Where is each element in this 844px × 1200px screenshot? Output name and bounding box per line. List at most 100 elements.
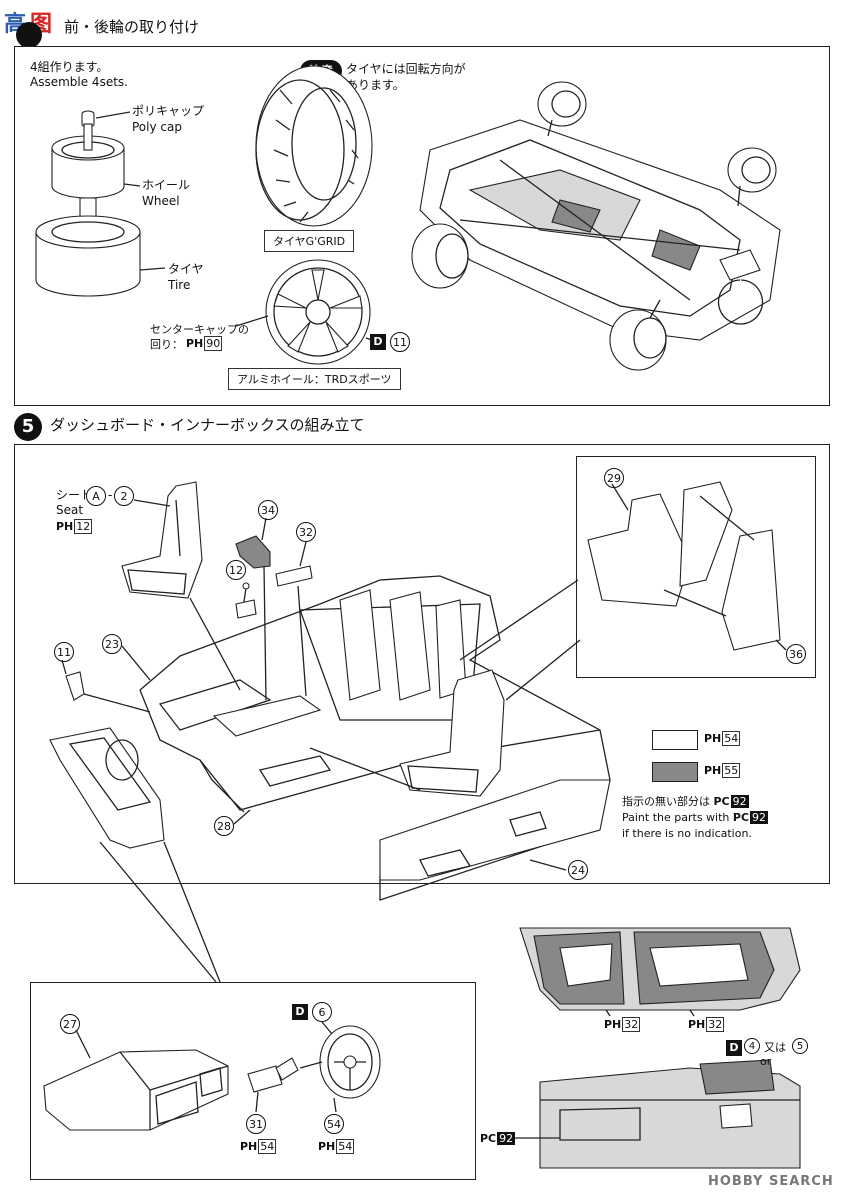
seat-left-drawing (121, 481, 203, 599)
seat-label-jp: シート (56, 488, 93, 502)
paint-code: PH (240, 1140, 258, 1153)
paint-num: 54 (722, 731, 741, 746)
chassis-drawing (419, 119, 781, 341)
chassis-tire-front-left (609, 299, 667, 371)
dash-variant-letter: D (726, 1040, 742, 1056)
step4-title: 前・後輪の取り付け (64, 18, 200, 36)
tire-label-en: Tire (168, 278, 191, 292)
site-logo: 高 图 (2, 6, 64, 48)
tire-drawing (35, 215, 166, 297)
hobby-search-watermark: HOBBY SEARCH (708, 1174, 834, 1189)
inner-box-drawing (139, 575, 611, 901)
part-23: 23 (102, 634, 122, 654)
chassis-tire-rear-left (411, 223, 469, 289)
tire-name-box: タイヤG'GRID (264, 230, 355, 252)
step4-badge (16, 22, 42, 48)
seat-right-drawing (399, 669, 505, 797)
center-cap-label-2: 回り： (150, 338, 183, 351)
alloy-wheel-box: アルミホイール：TRDスポーツ (228, 368, 401, 390)
caution-text-1: タイヤには回転方向が (346, 62, 466, 76)
part-31-drawing (247, 1057, 299, 1113)
paint-num: 55 (722, 763, 741, 778)
wheel-part-number: 11 (390, 332, 410, 352)
legend-gray-swatch (652, 762, 698, 782)
part-24: 24 (568, 860, 588, 880)
paint-code: PH (604, 1018, 622, 1031)
dash-variant-or-en: or (760, 1055, 772, 1068)
dash-variant-or-jp: 又は (764, 1041, 786, 1054)
part-31: 31 (246, 1114, 266, 1134)
dashboard-part-27-drawing (43, 1029, 229, 1131)
sub-part-d: D (292, 1004, 308, 1020)
part-54: 54 (324, 1114, 344, 1134)
part-11: 11 (54, 642, 74, 662)
poly-cap-label-jp: ポリキャップ (132, 104, 205, 118)
seat-label-en: Seat (56, 503, 84, 517)
center-cap-label-1: センターキャップの (150, 323, 249, 336)
paint-code: PH (318, 1140, 336, 1153)
paint-num: 54 (336, 1139, 355, 1154)
seat-detail-drawing (587, 481, 787, 651)
wheel-drawing (51, 123, 141, 199)
paint-code: PH (186, 337, 204, 350)
part-29: 29 (604, 468, 624, 488)
no-indication-en-text: Paint the parts with (622, 811, 730, 824)
legend-white-swatch (652, 730, 698, 750)
chassis-tire-rear-right (537, 81, 587, 137)
poly-cap-label-en: Poly cap (132, 120, 182, 134)
paint-code: PH (704, 764, 722, 777)
paint-num: 32 (706, 1017, 725, 1032)
caution-text-2: あります。 (346, 78, 405, 92)
steering-wheel-drawing (299, 1021, 381, 1113)
paint-num: 32 (622, 1017, 641, 1032)
step5-number: 5 (14, 413, 42, 441)
no-indication-en-2: if there is no indication. (622, 827, 752, 840)
seat-part-dash: - (108, 488, 113, 502)
alloy-wheel-drawing (235, 259, 373, 365)
tire-side-drawing (255, 65, 373, 227)
paint-num: 12 (74, 519, 93, 534)
paint-num: 54 (258, 1139, 277, 1154)
seat-part-number: 2 (114, 486, 134, 506)
part-12: 12 (226, 560, 246, 580)
dash-variant-b: 5 (792, 1038, 808, 1054)
paint-num: 90 (204, 336, 223, 351)
dash-variant-a: 4 (744, 1038, 760, 1054)
paint-num: 92 (497, 1132, 516, 1145)
part-36: 36 (786, 644, 806, 664)
wheel-part-letter: D (370, 334, 386, 350)
wheel-label-en: Wheel (142, 194, 180, 208)
paint-code: PC (732, 811, 750, 824)
step5-title: ダッシュボード・インナーボックスの組み立て (50, 416, 365, 434)
part-27: 27 (60, 1014, 80, 1034)
part-6: 6 (312, 1002, 332, 1022)
paint-code: PH (704, 732, 722, 745)
paint-code: PH (56, 520, 74, 533)
dashboard-panel-drawing (512, 1059, 801, 1169)
seat-part-a: A (86, 486, 106, 506)
part-34: 34 (258, 500, 278, 520)
paint-num: 92 (730, 795, 749, 808)
part-32: 32 (296, 522, 316, 542)
no-indication-jp-text: 指示の無い部分は (622, 795, 710, 808)
dashboard-drawing (49, 727, 165, 849)
paint-code: PH (688, 1018, 706, 1031)
assemble-note-en: Assemble 4sets. (30, 75, 128, 89)
paint-num: 92 (750, 811, 769, 824)
paint-code: PC (713, 795, 730, 808)
paint-code: PC (480, 1132, 497, 1145)
wheel-label-jp: ホイール (142, 178, 191, 192)
